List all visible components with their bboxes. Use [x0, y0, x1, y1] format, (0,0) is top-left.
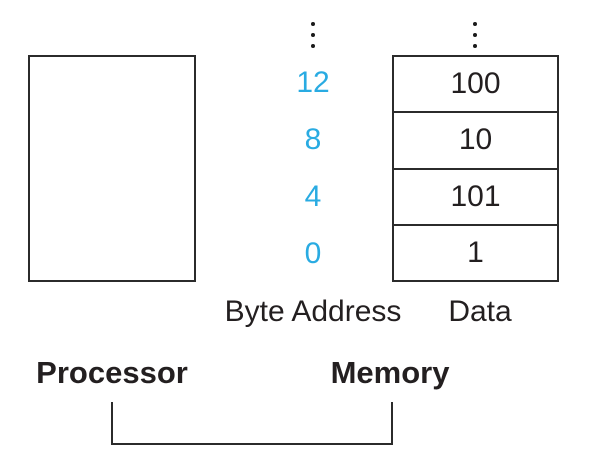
byte-address-12: 12 [296, 66, 330, 100]
memory-cell-addr-12: 100 [394, 57, 557, 114]
ellipsis-dot [311, 44, 315, 48]
data-caption: Data [448, 295, 512, 328]
memory-cell-addr-8: 10 [394, 113, 557, 170]
byte-address-column: 12 8 4 0 [281, 55, 345, 282]
byte-address-caption: Byte Address [224, 295, 402, 328]
ellipsis-dot [473, 44, 477, 48]
data-vertical-ellipsis-icon [473, 22, 477, 48]
address-vertical-ellipsis-icon [311, 22, 315, 48]
processor-box [28, 55, 196, 282]
ellipsis-dot [473, 33, 477, 37]
byte-address-0: 0 [304, 236, 322, 270]
memory-table: 100 10 101 1 [392, 55, 559, 282]
memory-label: Memory [330, 355, 450, 390]
processor-label: Processor [36, 355, 188, 390]
byte-address-4: 4 [304, 179, 322, 213]
processor-memory-connector [111, 402, 393, 445]
ellipsis-dot [473, 22, 477, 26]
ellipsis-dot [311, 22, 315, 26]
memory-cell-addr-0: 1 [467, 235, 484, 269]
ellipsis-dot [311, 33, 315, 37]
byte-address-8: 8 [304, 123, 322, 157]
memory-cell-addr-4: 101 [394, 170, 557, 226]
